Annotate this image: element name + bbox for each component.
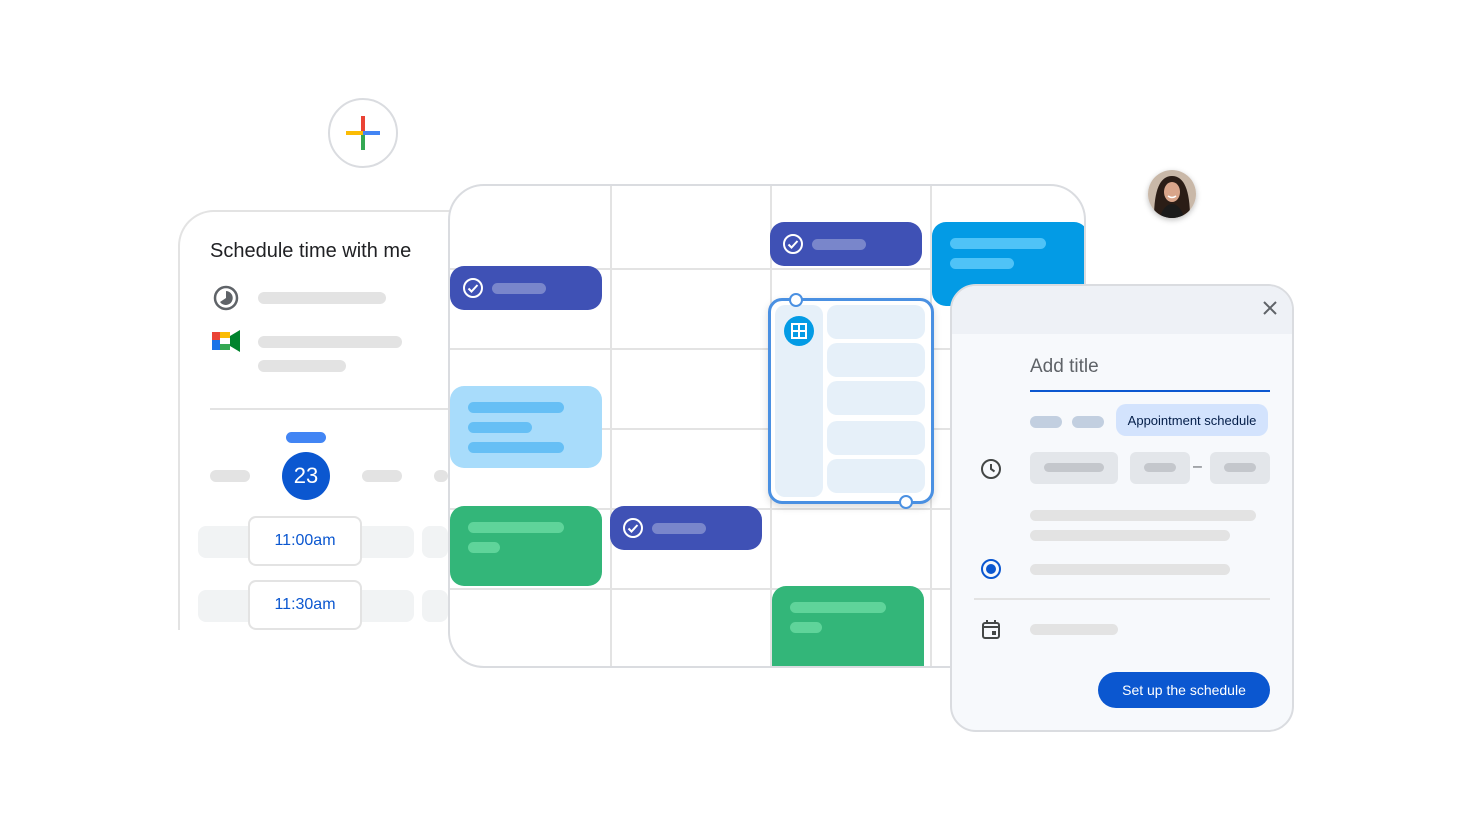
- schedule-slot[interactable]: [827, 305, 925, 339]
- grid-row-line: [450, 588, 1084, 590]
- detail-placeholder: [1030, 530, 1230, 541]
- grid-row-line: [450, 508, 1084, 510]
- set-up-schedule-button[interactable]: Set up the schedule: [1098, 672, 1270, 708]
- booking-divider: [210, 408, 450, 410]
- title-input[interactable]: Add title: [1030, 356, 1270, 392]
- meet-line-1: [258, 336, 402, 348]
- radio-icon[interactable]: [980, 558, 1002, 580]
- task-event[interactable]: [450, 266, 602, 310]
- close-icon[interactable]: [1262, 300, 1278, 316]
- event-title-placeholder: [468, 522, 564, 533]
- booking-page-title: Schedule time with me: [210, 240, 412, 262]
- day-indicator: [286, 432, 326, 443]
- clock-icon: [213, 285, 239, 311]
- day-placeholder-prev[interactable]: [210, 470, 250, 482]
- event-title-placeholder: [790, 602, 886, 613]
- detail-placeholder: [1030, 510, 1256, 521]
- meet-line-2: [258, 360, 346, 372]
- end-time-field[interactable]: [1210, 452, 1270, 484]
- schedule-slot[interactable]: [827, 381, 925, 415]
- check-circle-icon: [623, 518, 643, 538]
- event-type-option[interactable]: [1030, 416, 1062, 428]
- add-icon: [346, 116, 380, 150]
- time-slot[interactable]: 11:00am: [248, 516, 362, 566]
- dialog-header: [952, 286, 1292, 334]
- slot-row-bg: [422, 590, 448, 622]
- schedule-slot[interactable]: [827, 421, 925, 455]
- event-title-placeholder: [812, 239, 866, 250]
- user-avatar[interactable]: [1148, 170, 1196, 218]
- event-title-placeholder: [492, 283, 546, 294]
- schedule-slot[interactable]: [827, 343, 925, 377]
- time-slot[interactable]: 11:30am: [248, 580, 362, 630]
- event-title-placeholder: [468, 402, 564, 413]
- booking-page-card: [178, 210, 478, 630]
- time-separator: –: [1193, 458, 1202, 475]
- selected-date[interactable]: 23: [282, 452, 330, 500]
- resize-handle-top[interactable]: [789, 293, 803, 307]
- event-detail-placeholder: [468, 542, 500, 553]
- event-title-placeholder: [652, 523, 706, 534]
- meet-icon: [212, 330, 240, 352]
- clock-icon: [981, 459, 1001, 479]
- event-title-placeholder: [950, 238, 1046, 249]
- task-event[interactable]: [770, 222, 922, 266]
- grid-column-line: [610, 186, 612, 666]
- create-button[interactable]: [328, 98, 398, 168]
- appointment-schedule-chip[interactable]: Appointment schedule: [1116, 404, 1268, 436]
- check-circle-icon: [463, 278, 483, 298]
- grid-row-line: [450, 268, 1084, 270]
- slot-row-bg: [422, 526, 448, 558]
- calendar-placeholder: [1030, 624, 1118, 635]
- option-placeholder: [1030, 564, 1230, 575]
- task-event[interactable]: [610, 506, 762, 550]
- check-circle-icon: [783, 234, 803, 254]
- date-field[interactable]: [1030, 452, 1118, 484]
- start-time-field[interactable]: [1130, 452, 1190, 484]
- day-placeholder-next2: [434, 470, 448, 482]
- grid-icon: [784, 316, 814, 346]
- event-detail-placeholder: [790, 622, 822, 633]
- calendar-icon: [982, 620, 1000, 639]
- resize-handle-bottom[interactable]: [899, 495, 913, 509]
- green-event[interactable]: [450, 506, 602, 586]
- duration-placeholder: [258, 292, 386, 304]
- event-type-option[interactable]: [1072, 416, 1104, 428]
- event-detail-placeholder: [950, 258, 1014, 269]
- light-blue-event[interactable]: [450, 386, 602, 468]
- appointment-schedule-block[interactable]: [768, 298, 934, 504]
- day-placeholder-next[interactable]: [362, 470, 402, 482]
- event-dialog: Add title Appointment schedule – Set up …: [950, 284, 1294, 732]
- dialog-divider: [974, 598, 1270, 600]
- green-event[interactable]: [772, 586, 924, 666]
- grid-row-line: [450, 428, 1084, 430]
- event-detail-placeholder: [468, 422, 532, 433]
- grid-row-line: [450, 348, 1084, 350]
- schedule-slot[interactable]: [827, 459, 925, 493]
- event-detail-placeholder: [468, 442, 564, 453]
